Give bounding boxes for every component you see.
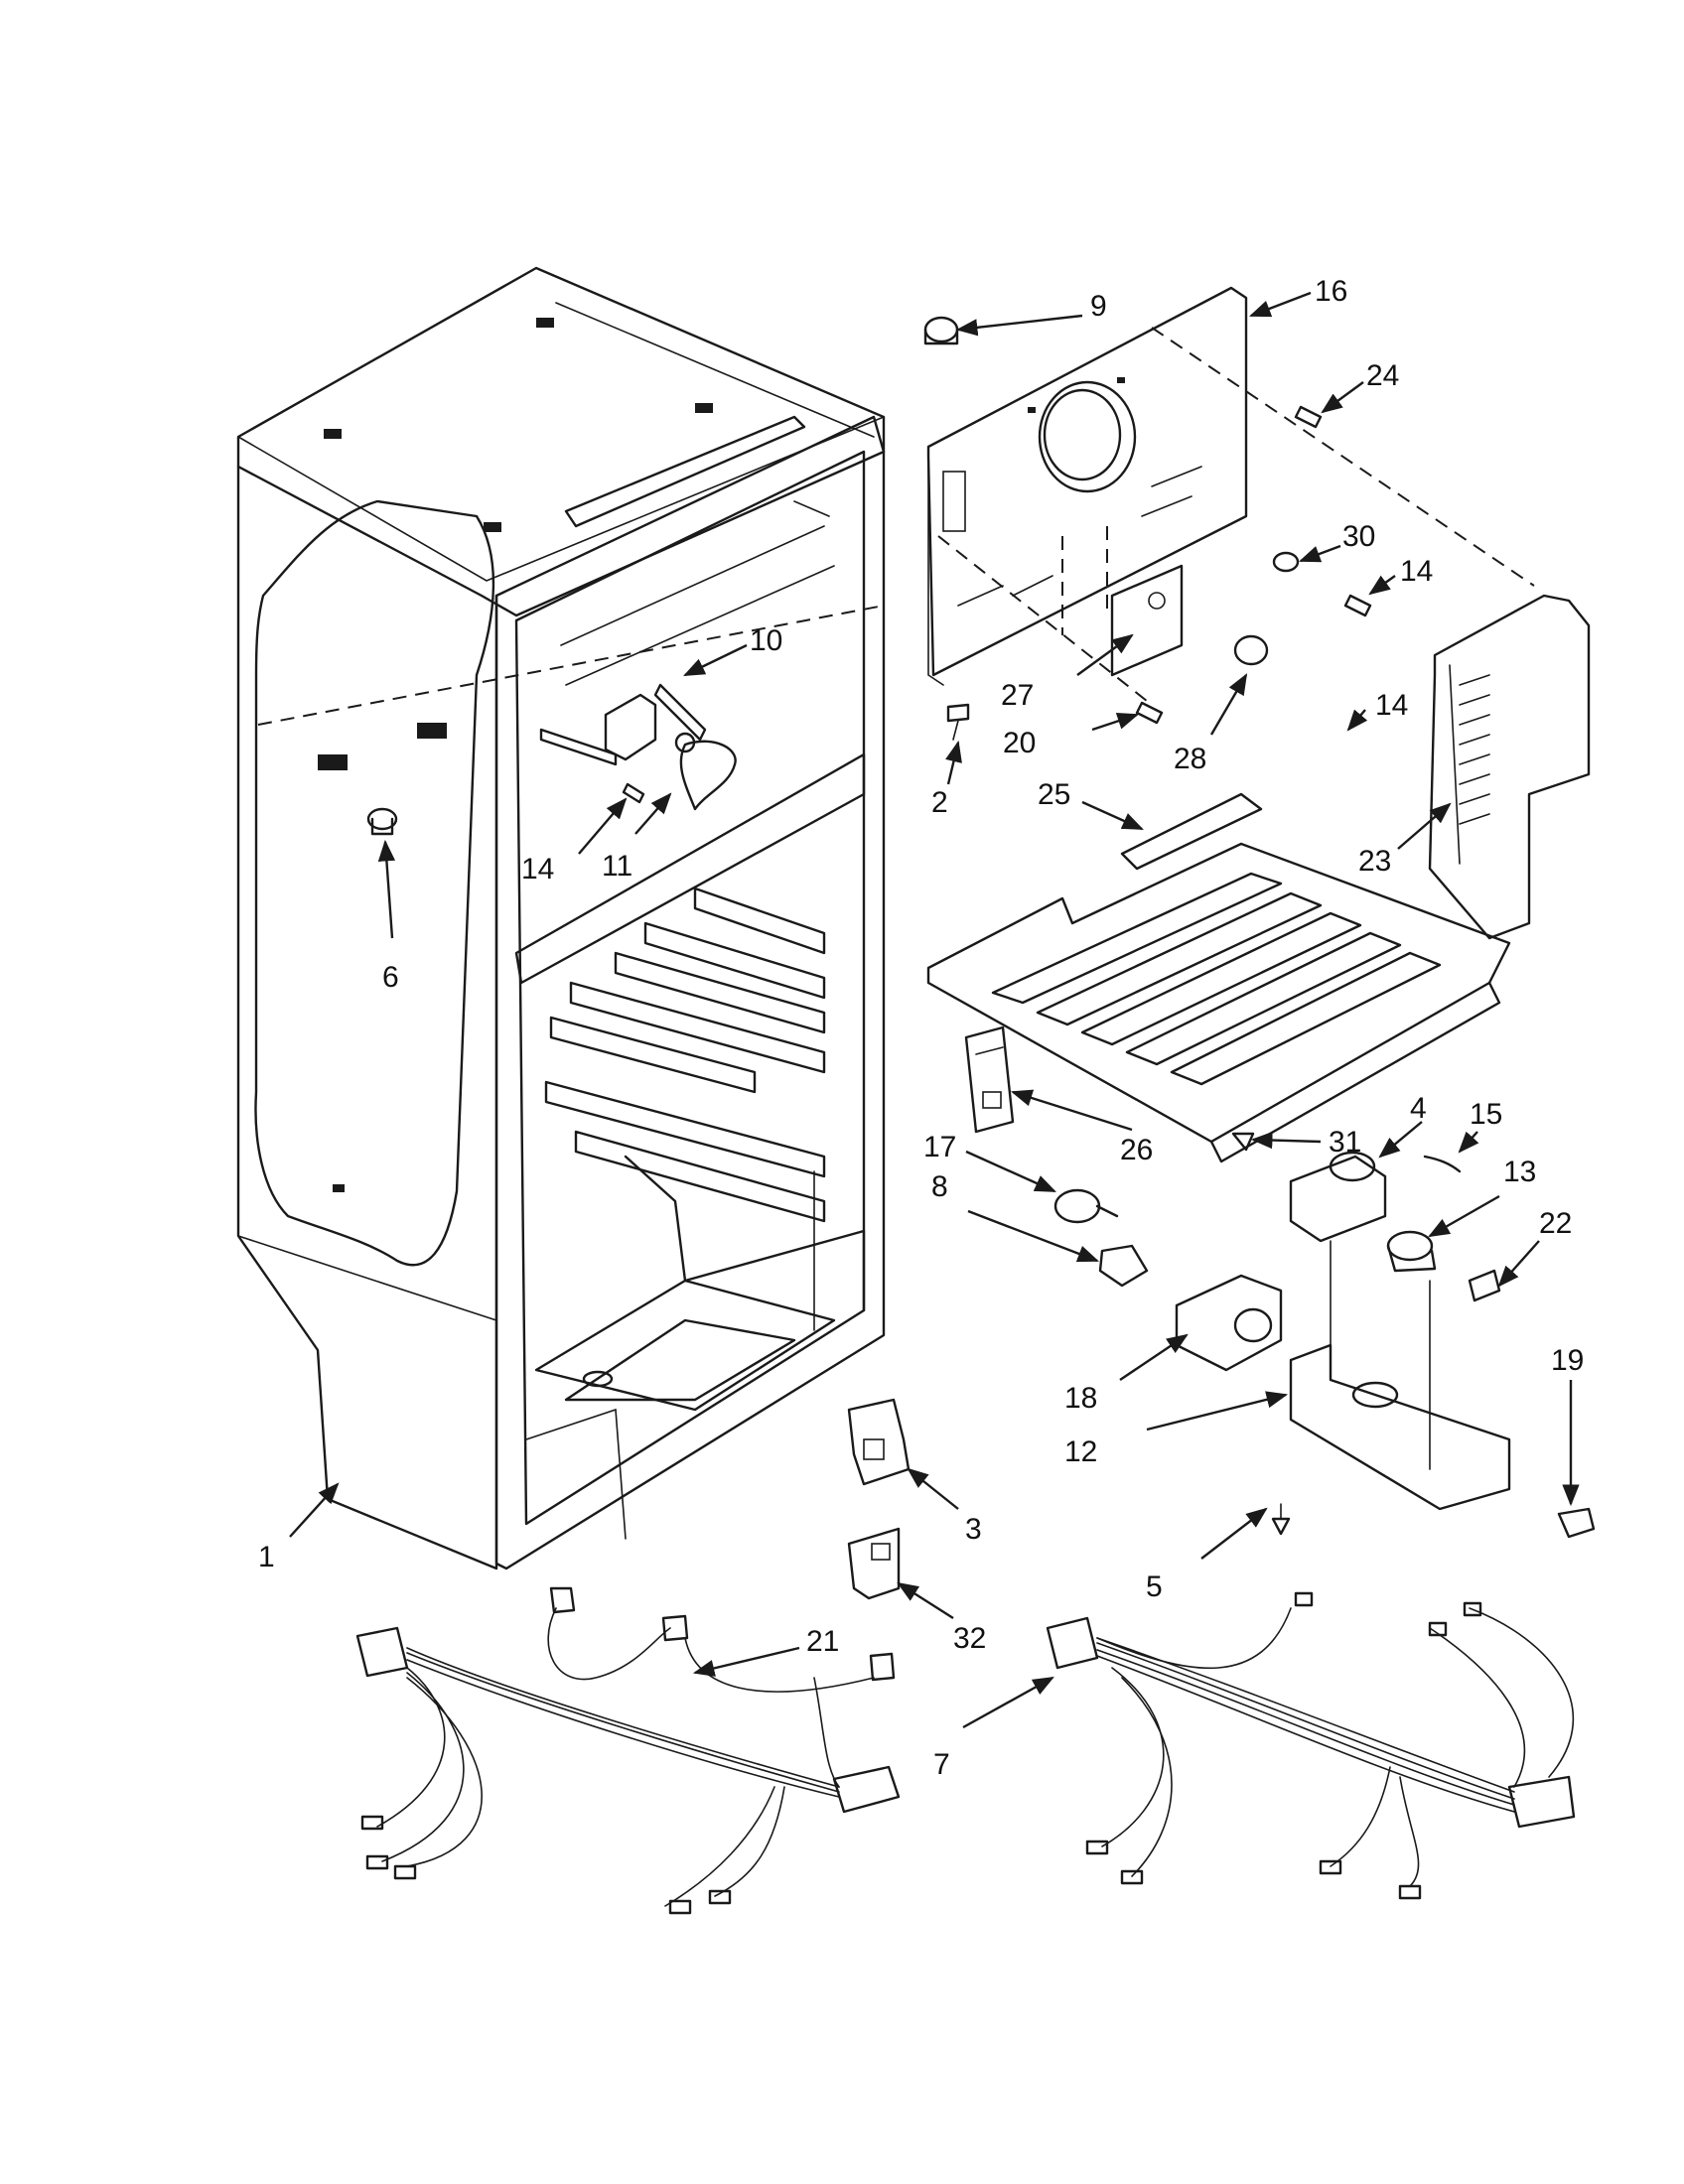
callout-31: 31 xyxy=(1329,1126,1361,1159)
callout-4: 4 xyxy=(1410,1092,1427,1125)
callout-22: 22 xyxy=(1539,1207,1572,1240)
duct-cover xyxy=(1428,594,1591,940)
wire-harness-21 xyxy=(355,1586,901,1915)
callout-26: 26 xyxy=(1120,1134,1153,1166)
callout-7: 7 xyxy=(933,1748,950,1781)
relay-parts xyxy=(847,1398,911,1600)
callout-5: 5 xyxy=(1146,1570,1163,1603)
callout-14-baffle: 14 xyxy=(1400,555,1433,588)
callout-13: 13 xyxy=(1503,1156,1536,1188)
callout-15: 15 xyxy=(1470,1098,1502,1131)
callout-14-fan: 14 xyxy=(521,853,554,886)
callout-17: 17 xyxy=(923,1131,956,1163)
callout-16: 16 xyxy=(1315,275,1347,308)
callout-30: 30 xyxy=(1342,520,1375,553)
callout-11: 11 xyxy=(602,850,632,883)
callout-2: 2 xyxy=(931,786,948,819)
callout-14-cover: 14 xyxy=(1375,689,1408,722)
callout-1: 1 xyxy=(258,1541,275,1573)
callout-19: 19 xyxy=(1551,1344,1584,1377)
callout-21: 21 xyxy=(806,1625,839,1658)
callout-18: 18 xyxy=(1064,1382,1097,1415)
callout-25: 25 xyxy=(1038,778,1070,811)
rear-baffle xyxy=(923,286,1535,741)
callout-8: 8 xyxy=(931,1170,948,1203)
callout-3: 3 xyxy=(965,1513,982,1546)
evaporator-cover xyxy=(926,792,1511,1163)
callout-24: 24 xyxy=(1366,359,1399,392)
callout-12: 12 xyxy=(1064,1435,1097,1468)
callout-6: 6 xyxy=(382,961,399,994)
control-housing xyxy=(1053,1151,1596,1539)
callout-10: 10 xyxy=(750,624,782,657)
callout-27: 27 xyxy=(1001,679,1034,712)
callout-32: 32 xyxy=(953,1622,986,1655)
callout-23: 23 xyxy=(1358,845,1391,878)
liner-cabinet xyxy=(236,266,886,1570)
callout-28: 28 xyxy=(1174,743,1206,775)
callout-9: 9 xyxy=(1090,290,1107,323)
callout-20: 20 xyxy=(1003,727,1036,759)
wire-harness-7 xyxy=(1046,1591,1576,1900)
